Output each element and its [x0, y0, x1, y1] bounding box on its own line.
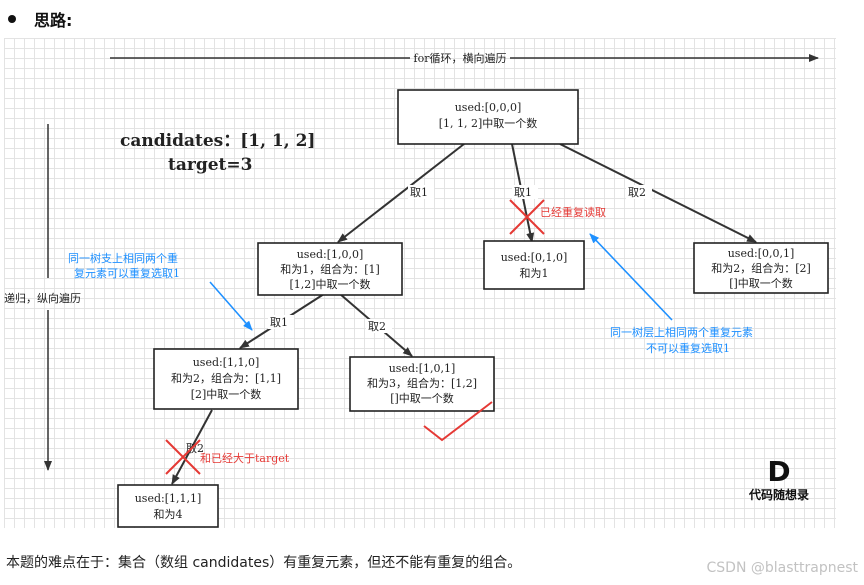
same-level-annotation: 不可以重复选取1 [646, 341, 730, 355]
logo: D 代码随想录 [734, 458, 824, 503]
candidates-text: candidates：[1, 1, 2] [120, 131, 315, 151]
cross-icon [165, 439, 201, 475]
horizontal-arrow-label: for循环，横向遍历 [414, 51, 507, 65]
node-101-line: 和为3，组合为：[1,2] [367, 376, 477, 390]
node-used-010: used:[0,1,0] 和为1 [483, 240, 585, 290]
tree-edges [171, 143, 757, 485]
logo-text: 代码随想录 [748, 488, 809, 502]
edge-label-100-101: 取2 [368, 320, 386, 333]
edge-root-to-001 [559, 143, 757, 243]
node-001-line: []中取一个数 [729, 277, 793, 290]
backtracking-tree-diagram: for循环，横向遍历 递归，纵向遍历 candidates：[1, 1, 2] … [4, 38, 836, 528]
edge-root-to-100 [337, 143, 465, 243]
exceeds-target-annotation: 和已经大于target [200, 451, 290, 465]
node-100-line: 和为1，组合为：[1] [280, 262, 380, 276]
watermark: CSDN @blasttrapnest [706, 560, 858, 576]
vertical-traversal-arrow: 递归，纵向遍历 [4, 124, 81, 471]
edge-label-root-010: 取1 [514, 186, 532, 199]
target-text: target=3 [168, 155, 252, 175]
same-branch-annotation: 同一树支上相同两个重 [68, 251, 178, 265]
node-root-line: [1, 1, 2]中取一个数 [439, 117, 538, 130]
node-root-line: used:[0,0,0] [455, 101, 522, 114]
same-branch-annotation: 复元素可以重复选取1 [74, 266, 180, 280]
node-root: used:[0,0,0] [1, 1, 2]中取一个数 [397, 89, 579, 145]
node-used-111: used:[1,1,1] 和为4 [117, 484, 219, 528]
edge-label-110-111: 取2 [186, 442, 204, 455]
logo-mark: D [767, 455, 791, 488]
horizontal-traversal-arrow: for循环，横向遍历 [110, 51, 819, 65]
node-100-line: used:[1,0,0] [297, 248, 364, 261]
vertical-arrow-label: 递归，纵向遍历 [4, 291, 81, 305]
node-111-line: used:[1,1,1] [135, 492, 202, 505]
bullet-icon [8, 15, 16, 23]
already-read-annotation: 已经重复读取 [540, 205, 606, 219]
node-001-line: used:[0,0,1] [728, 247, 795, 260]
node-used-101: used:[1,0,1] 和为3，组合为：[1,2] []中取一个数 [349, 356, 495, 412]
cross-icon [509, 199, 545, 235]
edge-label-root-001: 取2 [628, 186, 646, 199]
node-001-line: 和为2，组合为：[2] [711, 261, 811, 275]
edge-label-root-100: 取1 [410, 186, 428, 199]
same-level-annotation: 同一树层上相同两个重复元素 [610, 325, 753, 339]
same-level-arrow [589, 233, 673, 321]
node-101-line: []中取一个数 [390, 392, 454, 405]
node-used-100: used:[1,0,0] 和为1，组合为：[1] [1,2]中取一个数 [257, 242, 403, 296]
caption-text: 本题的难点在于：集合（数组 candidates）有重复元素，但还不能有重复的组… [6, 555, 522, 571]
check-icon [423, 401, 493, 442]
node-010-line: used:[0,1,0] [501, 251, 568, 264]
node-used-001: used:[0,0,1] 和为2，组合为：[2] []中取一个数 [693, 242, 829, 294]
node-100-line: [1,2]中取一个数 [289, 278, 370, 291]
node-used-110: used:[1,1,0] 和为2，组合为：[1,1] [2]中取一个数 [153, 348, 299, 410]
diagram-canvas: for循环，横向遍历 递归，纵向遍历 candidates：[1, 1, 2] … [4, 51, 829, 528]
node-110-line: [2]中取一个数 [191, 388, 262, 401]
node-110-line: used:[1,1,0] [193, 356, 260, 369]
node-110-line: 和为2，组合为：[1,1] [171, 371, 281, 385]
same-branch-arrow [209, 281, 253, 331]
node-101-line: used:[1,0,1] [389, 362, 456, 375]
node-010-line: 和为1 [520, 267, 549, 280]
heading-title: 思路: [34, 11, 73, 30]
node-111-line: 和为4 [154, 508, 183, 521]
edge-label-100-110: 取1 [270, 316, 288, 329]
section-heading: 思路: [6, 4, 72, 34]
